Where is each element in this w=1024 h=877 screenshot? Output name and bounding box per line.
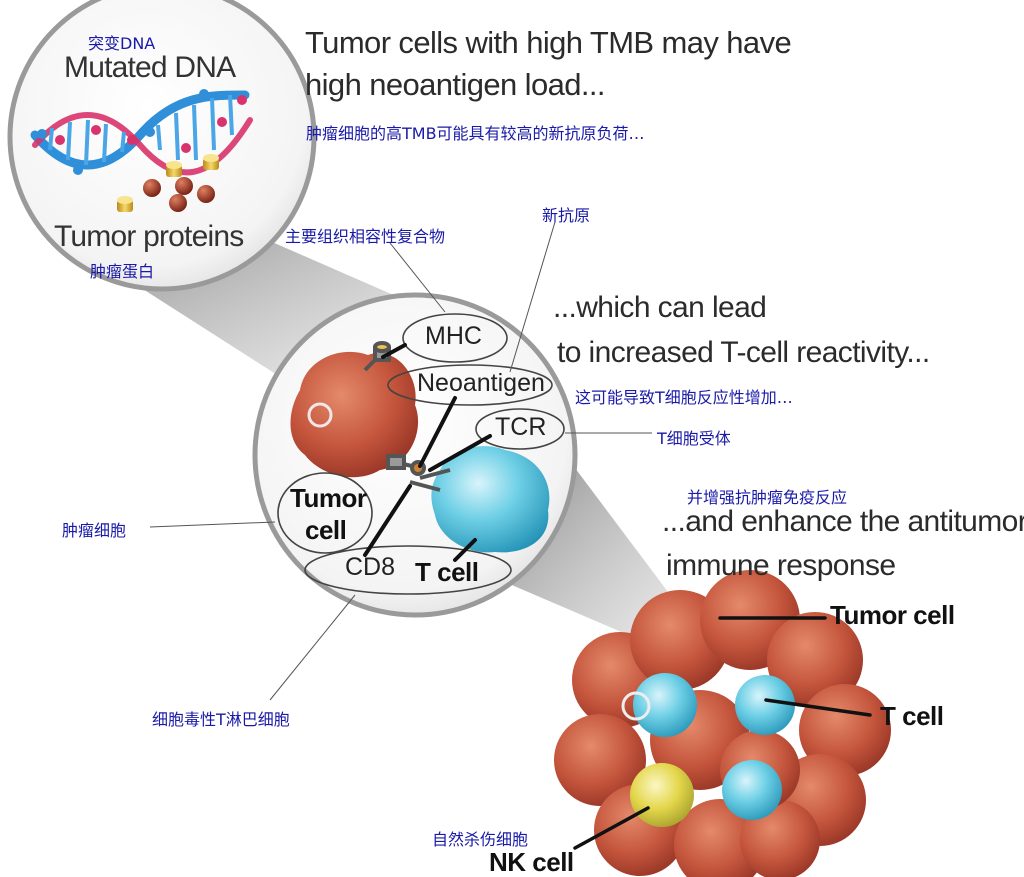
headline-line1: Tumor cells with high TMB may have [305, 25, 792, 60]
cn-neoantigen-leader [509, 221, 556, 373]
tumor-cell-label-ring [277, 472, 373, 554]
cd8-pointer [363, 484, 412, 557]
cd8-label: CD8 [345, 553, 396, 581]
neoantigen-pointer [418, 396, 457, 468]
cd8-t-cell-label-ring [304, 545, 512, 595]
cn-neoantigen-label: 新抗原 [542, 206, 591, 225]
nk-cell-icon [630, 763, 694, 827]
tumor-cell-icon [290, 351, 419, 478]
t-cell-pointer [453, 538, 477, 562]
reactivity-line1: ...which can lead [553, 291, 767, 324]
cluster-t-cell-icon [722, 760, 782, 820]
cn-reactivity: 这可能导致T细胞反应性增加… [575, 388, 793, 407]
reactivity-line2: to increased T-cell reactivity... [557, 336, 930, 369]
nk-cell-label: NK cell [489, 847, 574, 877]
cn-mhc-label: 主要组织相容性复合物 [285, 227, 446, 246]
cn-tumor-proteins-label: 肿瘤蛋白 [90, 262, 155, 281]
headline-line2: high neoantigen load... [305, 67, 606, 102]
t-cell-label: T cell [415, 557, 479, 587]
tcr-label-ring [475, 408, 565, 450]
mhc-pointer [381, 343, 407, 359]
cn-mutated-dna-label: 突变DNA [88, 34, 156, 53]
cn-nk-cell-label: 自然杀伤细胞 [432, 830, 529, 849]
cluster-tumor-cell-label: Tumor cell [830, 600, 955, 630]
cn-headline: 肿瘤细胞的高TMB可能具有较高的新抗原负荷… [306, 124, 645, 143]
mutated-dna-circle [7, 0, 317, 292]
dna-helix-icon [30, 89, 253, 176]
tumor-cell-label-line1: Tumor [290, 483, 367, 513]
highlight-ring-icon [621, 691, 651, 721]
response-line2: immune response [666, 549, 896, 582]
tumor-proteins-icon [117, 154, 219, 212]
mhc-label: MHC [425, 322, 482, 350]
cn-cd8-leader [269, 594, 356, 701]
cn-response: 并增强抗肿瘤免疫反应 [687, 488, 848, 507]
cn-cd8-t-cell-label: 细胞毒性T淋巴细胞 [152, 710, 290, 729]
tumor-proteins-label: Tumor proteins [54, 220, 244, 253]
cluster-t-cell-icon [633, 673, 697, 737]
cn-tumor-cell-label: 肿瘤细胞 [62, 521, 127, 540]
cn-tcr-label: T细胞受体 [657, 429, 731, 448]
mutated-dna-label: Mutated DNA [64, 51, 236, 84]
neoantigen-label-ring [387, 364, 553, 406]
tumor-cell-label-line2: cell [305, 515, 347, 545]
cluster-t-cell-icon [735, 675, 795, 735]
cn-tumor-cell-leader [149, 521, 276, 528]
mhc-label-ring [402, 313, 508, 363]
tcr-label: TCR [495, 413, 547, 441]
cn-mhc-leader [389, 242, 446, 313]
cluster-t-cell-label: T cell [880, 701, 944, 731]
cluster-t-cell-pointer [764, 698, 872, 717]
nk-cell-pointer [573, 806, 650, 850]
tcr-pointer [428, 434, 492, 472]
neoantigen-label: Neoantigen [417, 369, 545, 397]
t-cell-icon [431, 446, 550, 553]
response-line1: ...and enhance the antitumor [662, 505, 1024, 538]
